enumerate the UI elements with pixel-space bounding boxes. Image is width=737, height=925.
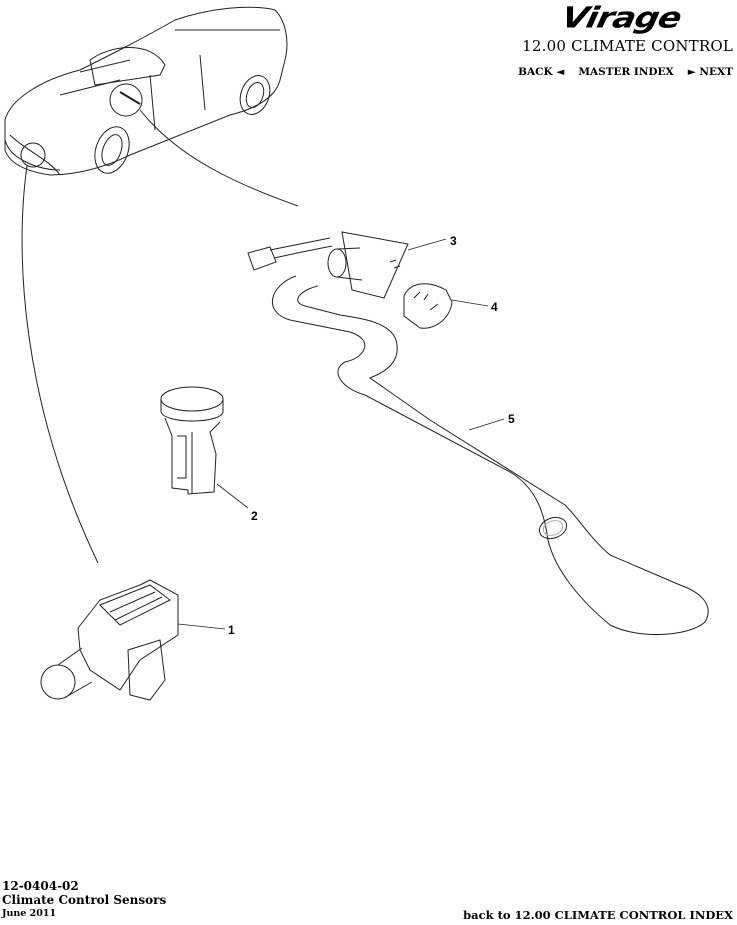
front-sensor-callout-circle <box>20 142 46 168</box>
leader-line-5 <box>468 418 505 431</box>
document-date: June 2011 <box>2 908 57 919</box>
part-5-hose <box>272 275 709 636</box>
callout-3: 3 <box>450 234 457 248</box>
back-to-index-link[interactable]: back to 12.00 CLIMATE CONTROL INDEX <box>463 908 733 922</box>
callout-5: 5 <box>508 412 515 426</box>
document-title: Climate Control Sensors <box>2 893 167 907</box>
part-3-sensor <box>247 231 409 299</box>
leader-line-4 <box>451 299 489 307</box>
callout-4: 4 <box>491 300 498 314</box>
master-index-link[interactable]: MASTER INDEX <box>578 66 674 78</box>
part-2-sensor <box>160 386 224 495</box>
leader-curve-interior <box>139 109 299 207</box>
leader-line-3 <box>407 238 447 251</box>
document-code: 12-0404-02 <box>2 879 79 893</box>
part-4-clip <box>403 283 453 329</box>
next-link[interactable]: ► NEXT <box>687 66 733 78</box>
part-1-sensor <box>40 579 179 701</box>
leader-curve-front <box>21 165 99 564</box>
footer-info: 12-0404-02 Climate Control Sensors June … <box>2 879 166 921</box>
back-link[interactable]: BACK ◄ <box>518 66 565 78</box>
callout-2: 2 <box>251 509 258 523</box>
navigation-bar: BACK ◄ MASTER INDEX ► NEXT <box>518 66 733 78</box>
car-illustration <box>4 6 288 176</box>
callout-1: 1 <box>228 623 235 637</box>
interior-sensor-callout-circle <box>109 83 143 117</box>
leader-line-1 <box>177 623 226 630</box>
section-title: 12.00 CLIMATE CONTROL <box>522 37 733 55</box>
leader-line-2 <box>216 483 249 509</box>
